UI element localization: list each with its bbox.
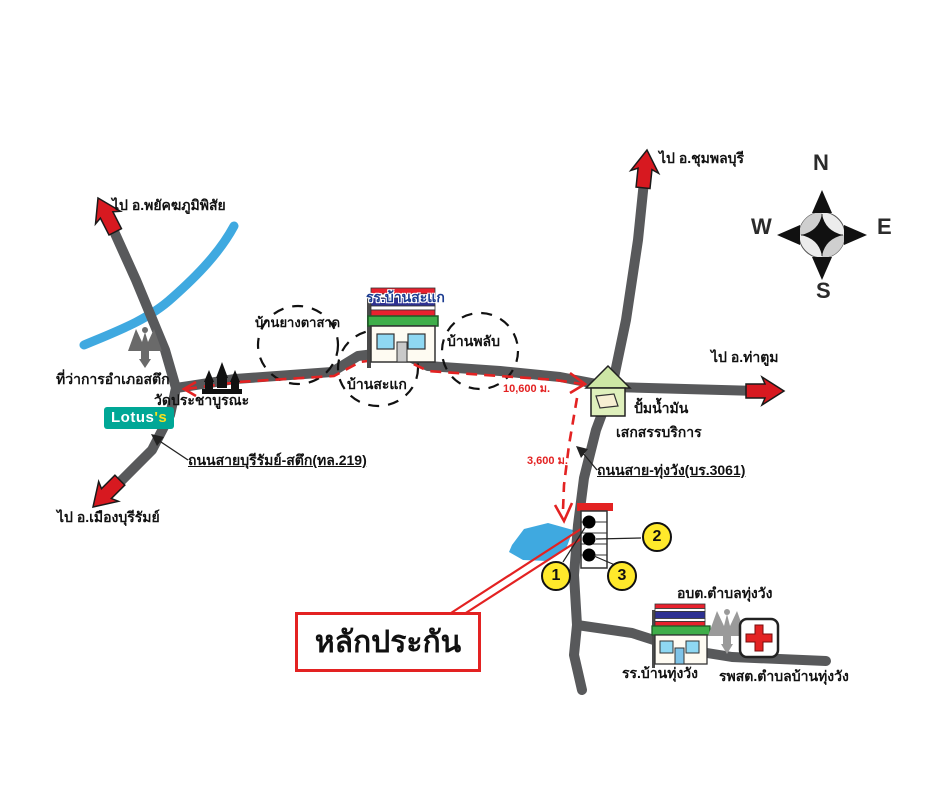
arrow-to-tha-tum xyxy=(745,375,786,407)
direction-arrows xyxy=(92,148,786,508)
circle-yang-ta-sat xyxy=(256,304,340,386)
temple-icon xyxy=(202,362,242,394)
route-arrow-east xyxy=(569,371,588,395)
label-temple: วัดประชาบูรณะ xyxy=(154,392,250,408)
property-red-strip xyxy=(577,503,613,511)
label-road-thung-wang: ถนนสาย-ทุ่งวัง(บร.3061) xyxy=(597,462,746,478)
road-south-thungwang xyxy=(569,382,617,695)
route-branch-dashed xyxy=(561,397,579,511)
marker-2: 2 xyxy=(642,522,672,552)
thai-flag-icon xyxy=(370,287,436,317)
school-sakae-icon xyxy=(367,287,439,368)
arrow-to-mueang-buriram xyxy=(92,474,126,508)
label-village-ban-sakae: บ้านสะแก xyxy=(347,376,407,392)
garuda-icon-sao xyxy=(708,609,746,654)
label-health-center: รพสต.ตำบลบ้านทุ่งวัง xyxy=(719,668,849,684)
compass-n: N xyxy=(813,150,829,175)
label-gas-station-line1: ปั้มน้ำมัน xyxy=(634,400,689,416)
arrow-to-chumphon-buri xyxy=(628,148,661,190)
lotus-logo: Lotus's xyxy=(104,407,175,429)
arrow-to-phayakkhaphum xyxy=(94,196,123,237)
road-main-east-west xyxy=(171,346,763,396)
road-network xyxy=(103,157,831,695)
river xyxy=(79,221,239,350)
label-village-ban-phlap: บ้านพลับ xyxy=(447,333,501,349)
plot-dot-3 xyxy=(582,548,596,562)
label-district-office: ที่ว่าการอำเภอสตึก xyxy=(56,371,170,387)
plot-dot-2 xyxy=(582,532,596,546)
label-to-tha-tum: ไป อ.ท่าตูม xyxy=(711,349,779,365)
plot-dot-1 xyxy=(582,515,596,529)
label-distance-branch: 3,600 ม. xyxy=(527,455,568,467)
school-roof xyxy=(367,315,439,327)
collateral-pointer-line xyxy=(450,526,591,619)
marker-1: 1 xyxy=(541,561,571,591)
collateral-label-box: หลักประกัน xyxy=(295,612,481,672)
red-cross-icon xyxy=(738,617,780,659)
label-sao-thung-wang: อบต.ตำบลทุ่งวัง xyxy=(677,585,773,601)
lotus-suffix-text: 's xyxy=(154,409,168,426)
label-village-yang-ta-sat: บ้านยางตาสาด xyxy=(255,315,341,330)
road-north-chumphonburi xyxy=(607,157,651,392)
gas-station-icon xyxy=(584,364,632,417)
compass-s: S xyxy=(816,278,831,303)
school-thungwang-icon xyxy=(651,603,711,668)
lotus-brand-text: Lotus xyxy=(111,409,155,426)
label-distance-main: 10,600 ม. xyxy=(503,383,551,395)
marker-3: 3 xyxy=(607,561,637,591)
garuda-icon-district xyxy=(128,327,162,368)
school-roof xyxy=(651,625,711,636)
circle-ban-phlap xyxy=(440,311,520,391)
pond xyxy=(509,523,573,561)
route-arrow-west xyxy=(181,380,197,398)
route-arrow-south xyxy=(553,502,574,524)
collateral-property xyxy=(577,503,613,569)
label-gas-station-line2: เสกสรรบริการ xyxy=(616,424,702,440)
label-to-phayakkhaphum: ไป อ.พยัคฆภูมิพิสัย xyxy=(112,197,226,213)
label-school-ban-thung-wang: รร.บ้านทุ่งวัง xyxy=(622,665,699,681)
compass-e: E xyxy=(877,214,892,239)
label-road-buriram-satuek: ถนนสายบุรีรัมย์-สตึก(ทล.219) xyxy=(188,452,367,468)
compass-w: W xyxy=(751,214,772,239)
road-label-pointers xyxy=(151,434,598,471)
thai-flag-icon xyxy=(654,603,706,627)
label-school-ban-sakae: รร.บ้านสะแก xyxy=(366,289,445,305)
collateral-label-text: หลักประกัน xyxy=(314,625,462,659)
label-to-mueang-buriram: ไป อ.เมืองบุรีรัมย์ xyxy=(57,509,160,525)
compass-rose-icon xyxy=(777,190,867,280)
label-to-chumphon-buri: ไป อ.ชุมพลบุรี xyxy=(659,150,745,166)
